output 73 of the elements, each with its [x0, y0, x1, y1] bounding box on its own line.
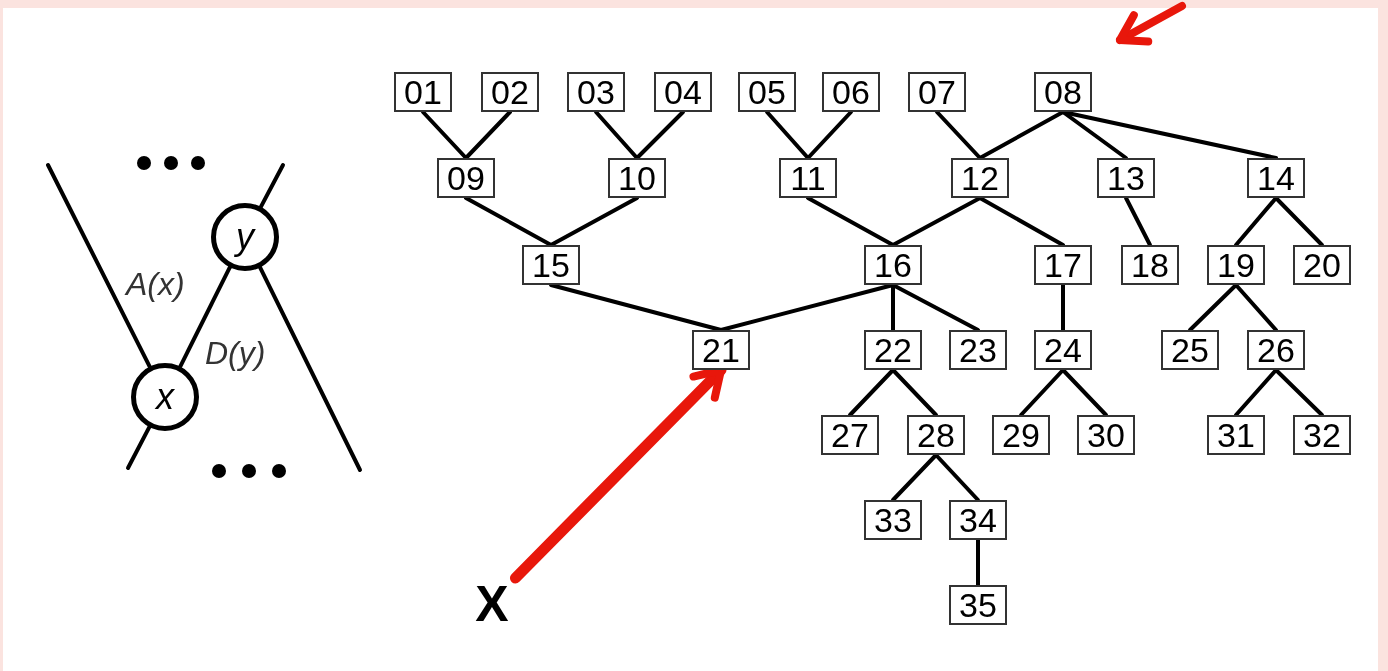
connector-line [934, 453, 980, 502]
connector-line [848, 368, 895, 417]
function-label: A(x) [126, 268, 185, 300]
connector-line [891, 368, 938, 417]
number-box: 11 [779, 158, 837, 198]
number-box: 19 [1207, 245, 1265, 285]
number-box: 25 [1161, 330, 1219, 370]
connector-line [765, 110, 810, 160]
connector-line [1234, 196, 1278, 247]
function-label: D(y) [205, 337, 266, 369]
letter-label: X [468, 578, 516, 630]
number-box: 24 [1034, 330, 1092, 370]
number-box: 05 [738, 72, 796, 112]
connector-line [549, 283, 723, 332]
number-box: 18 [1121, 245, 1179, 285]
number-box: 21 [692, 330, 750, 370]
number-box: 28 [907, 415, 965, 455]
strand-line [178, 265, 232, 369]
connector-line [891, 196, 982, 247]
connector-line [1188, 283, 1238, 332]
number-box: 14 [1247, 158, 1305, 198]
number-box: 23 [949, 330, 1007, 370]
connector-line [1019, 368, 1065, 417]
number-box: 22 [864, 330, 922, 370]
number-box: 29 [992, 415, 1050, 455]
connector-line [464, 196, 553, 247]
number-box: 06 [822, 72, 880, 112]
number-box: 13 [1097, 158, 1155, 198]
strand-line [258, 163, 285, 209]
connector-line [1234, 368, 1278, 417]
connector-line [1274, 196, 1324, 247]
number-box: 01 [394, 72, 452, 112]
number-box: 34 [949, 500, 1007, 540]
number-box: 30 [1077, 415, 1135, 455]
number-box: 15 [522, 245, 580, 285]
number-box: 20 [1293, 245, 1351, 285]
number-box: 27 [821, 415, 879, 455]
number-box: 31 [1207, 415, 1265, 455]
connector-line [1061, 283, 1065, 332]
number-box: 09 [437, 158, 495, 198]
number-box: 26 [1247, 330, 1305, 370]
strand-line [46, 163, 152, 369]
number-box: 33 [864, 500, 922, 540]
number-box: 16 [864, 245, 922, 285]
connector-line [594, 110, 639, 160]
connector-line [421, 110, 468, 160]
number-box: 04 [654, 72, 712, 112]
connector-line [806, 196, 895, 247]
number-box: 07 [908, 72, 966, 112]
number-box: 02 [481, 72, 539, 112]
connector-line [935, 110, 982, 160]
connector-line [1061, 368, 1108, 417]
strand-line [258, 265, 362, 472]
number-box: 32 [1293, 415, 1351, 455]
connector-line [976, 538, 980, 587]
connector-line [1124, 196, 1152, 247]
connector-line [1061, 110, 1278, 160]
number-box: 10 [608, 158, 666, 198]
connector-line [635, 110, 685, 160]
connector-line [978, 196, 1065, 247]
number-box: 35 [949, 585, 1007, 625]
connector-line [1234, 283, 1278, 332]
connector-line [891, 453, 938, 502]
number-box: 12 [951, 158, 1009, 198]
number-box: 17 [1034, 245, 1092, 285]
connector-line [978, 110, 1065, 160]
connector-line [806, 110, 853, 160]
connector-line [1274, 368, 1324, 417]
strand-line [126, 425, 152, 470]
number-box: 03 [567, 72, 625, 112]
number-box: 08 [1034, 72, 1092, 112]
connector-line [549, 196, 639, 247]
connector-line [464, 110, 512, 160]
